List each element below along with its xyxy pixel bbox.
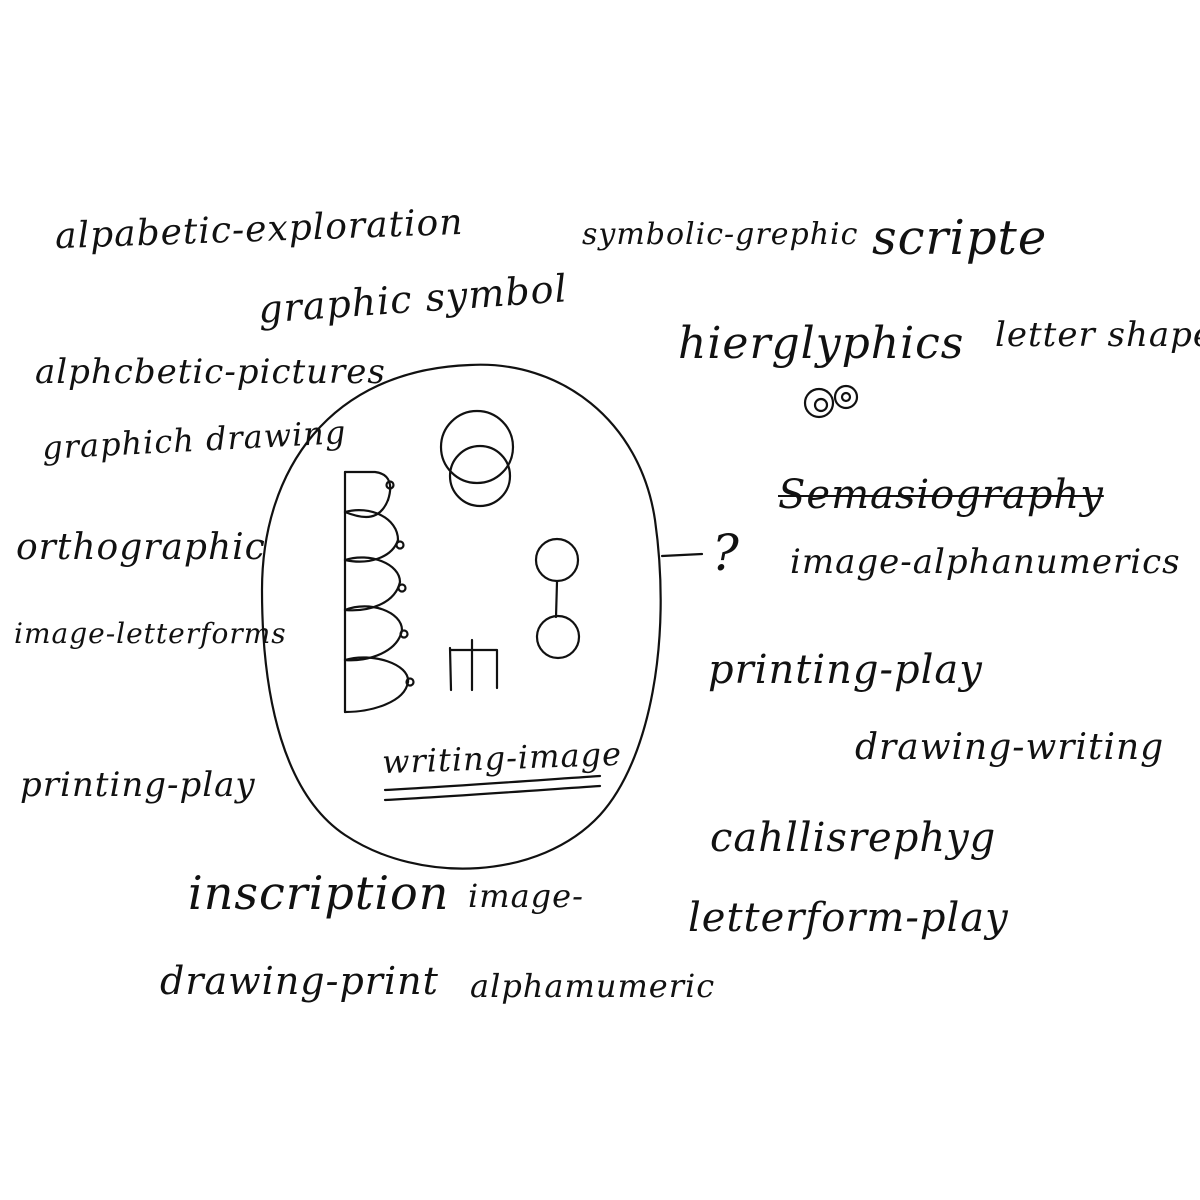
label-image-dash: image- xyxy=(468,877,584,915)
label-drawing-print: drawing-print xyxy=(160,959,439,1003)
label-orthographic: orthographic xyxy=(16,527,266,568)
label-image-letterforms: image-letterforms xyxy=(14,617,287,650)
label-cahllisrephyg: cahllisrephyg xyxy=(710,815,997,861)
label-alphabetic-pictures: alphcbetic-pictures xyxy=(35,352,386,392)
spiral-doodle xyxy=(803,384,859,419)
label-printing-play-left: printing-play xyxy=(20,765,256,805)
label-printing-play-right: printing-play xyxy=(708,647,983,693)
central-circle xyxy=(260,363,662,870)
dumbbell-glyph xyxy=(534,537,581,660)
connector-line xyxy=(660,552,704,558)
label-letter-shape: letter shape xyxy=(995,315,1200,355)
figure-eight-glyph xyxy=(439,409,515,508)
label-inscription: inscription xyxy=(188,866,450,920)
label-drawing-writing: drawing-writing xyxy=(855,727,1165,768)
bumped-bar-glyph xyxy=(343,470,415,714)
underline-one xyxy=(383,774,602,792)
label-semasiography: Semasiography xyxy=(778,472,1104,518)
label-alphamumeric: alphamumeric xyxy=(470,967,716,1005)
question-mark: ? xyxy=(712,524,740,582)
label-symbolic-grephic: symbolic-grephic xyxy=(582,217,859,252)
label-writing-image: writing-image xyxy=(381,734,623,782)
underline-two xyxy=(383,784,602,802)
label-hierglyphics: hierglyphics xyxy=(678,318,965,369)
h-glyph xyxy=(448,638,499,692)
label-letterform-play: letterform-play xyxy=(688,895,1009,941)
label-image-alphanumerics: image-alphanumerics xyxy=(790,542,1181,582)
label-scripte: scripte xyxy=(872,210,1048,266)
